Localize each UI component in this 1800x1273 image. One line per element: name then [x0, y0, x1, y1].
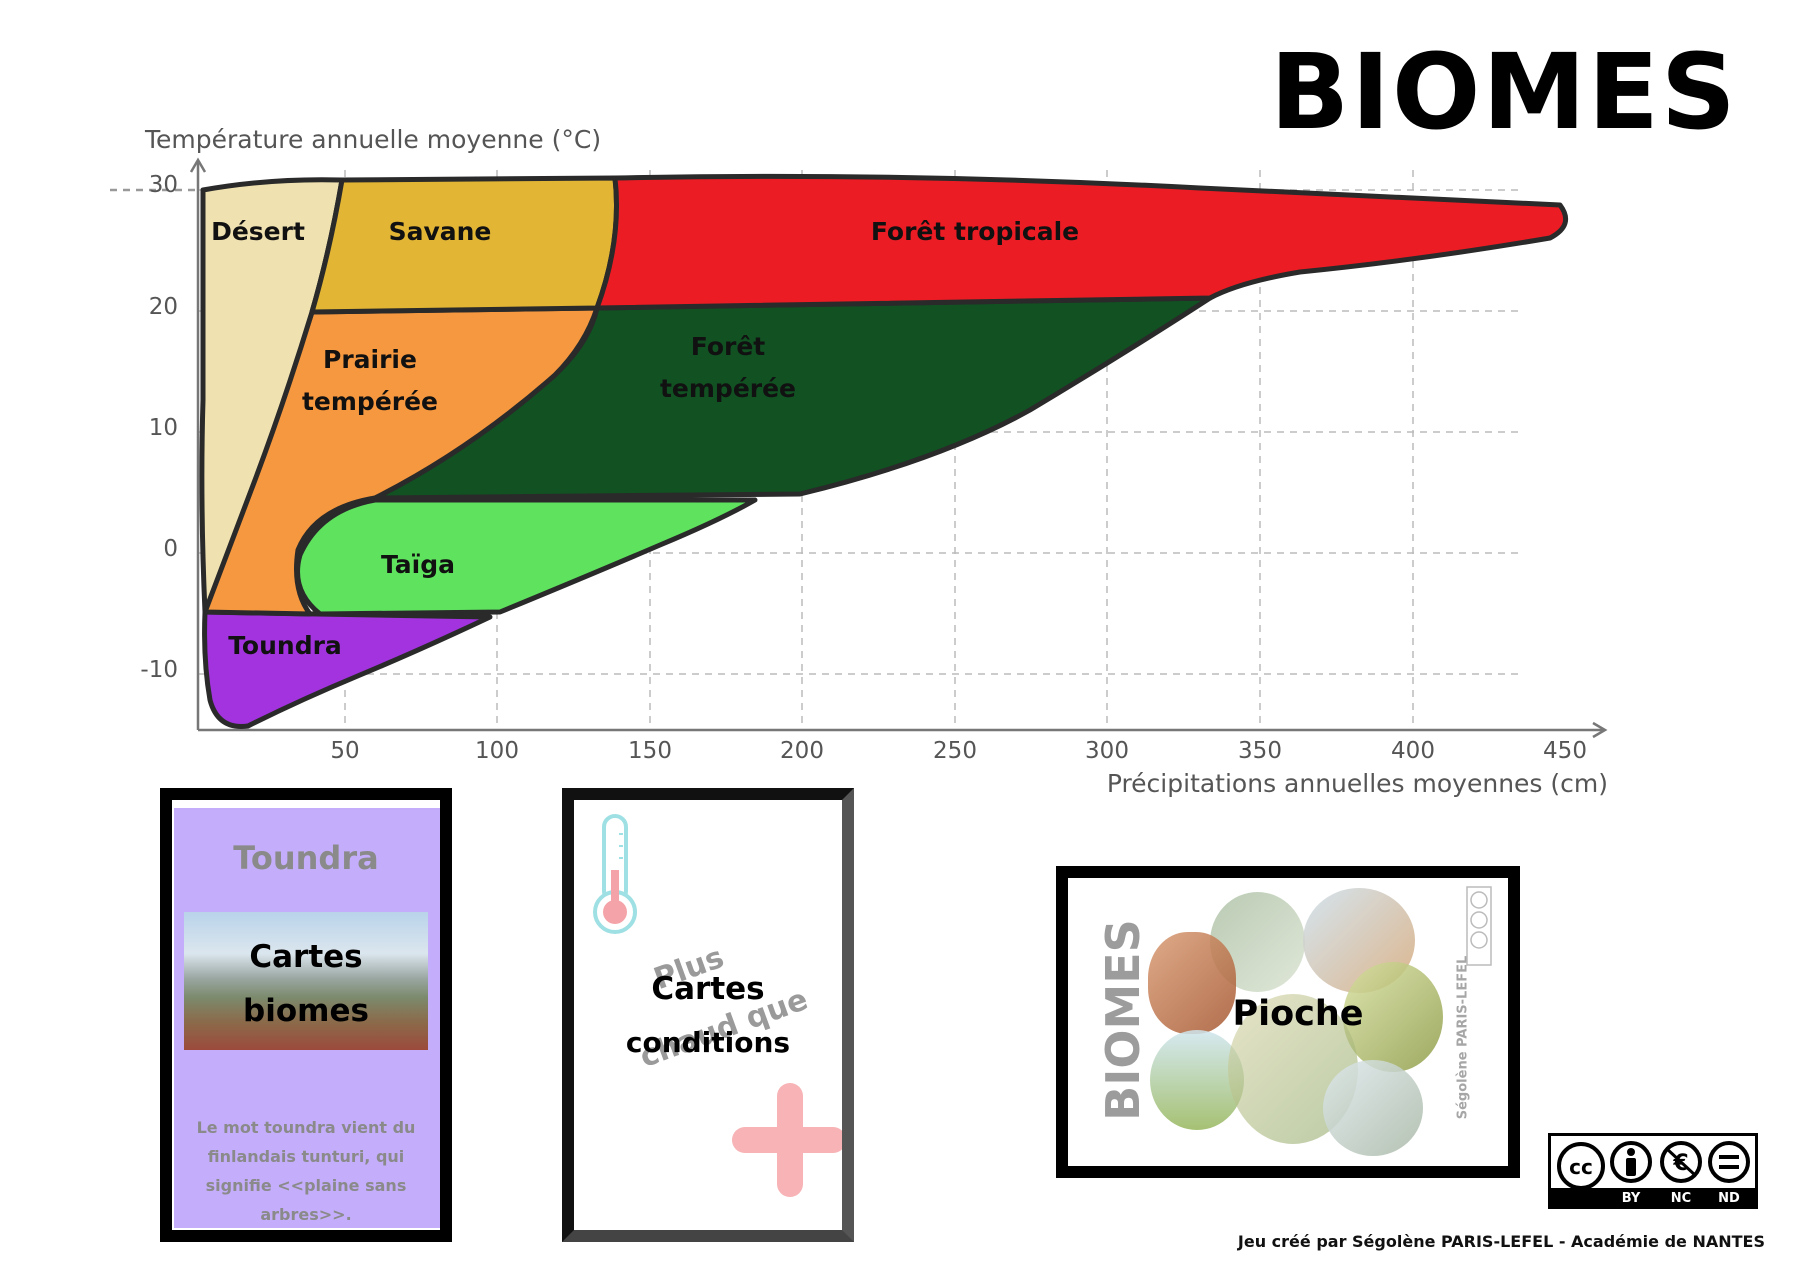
y-tick-label: -10 — [140, 657, 178, 683]
license-badge[interactable]: cc € BY NC ND — [1548, 1133, 1758, 1209]
cc-small-icon — [1466, 886, 1492, 966]
condition-card-title-line1: Cartes — [651, 971, 765, 1007]
by-icon — [1610, 1141, 1652, 1183]
condition-card[interactable]: Plus chaud que Cartes conditions — [562, 788, 854, 1242]
license-badge-graphic: cc € BY NC ND — [1551, 1136, 1755, 1206]
y-tick-label: 10 — [149, 415, 178, 441]
draw-pile-photo-collage — [1148, 888, 1448, 1156]
condition-card-title-line2: conditions — [625, 1026, 791, 1059]
biome-card-description-line: Le mot toundra vient du — [196, 1118, 416, 1137]
x-tick-label: 350 — [1238, 738, 1282, 764]
y-tick-label: 0 — [163, 536, 178, 562]
footer-credit: Jeu créé par Ségolène PARIS-LEFEL - Acad… — [1237, 1232, 1765, 1251]
chart-axes — [110, 157, 1608, 739]
biome-card-photo — [184, 912, 428, 1050]
biome-card-title-line2: biomes — [243, 993, 369, 1029]
biome-region-toundra — [202, 609, 493, 729]
y-tick-label: 30 — [149, 172, 178, 198]
license-label-nc: NC — [1671, 1191, 1691, 1206]
plus-icon — [732, 1083, 842, 1197]
biome-card-description-line: signifie <<plaine sans — [205, 1176, 407, 1195]
biome-card-title-line1: Cartes — [249, 939, 363, 975]
x-axis-arrow — [1592, 721, 1608, 739]
page-title: BIOMES — [1270, 31, 1738, 153]
x-tick-label: 50 — [330, 738, 359, 764]
draw-pile-side-text: BIOMES — [1096, 919, 1150, 1121]
biome-card-description-line: arbres>>. — [260, 1205, 352, 1224]
biome-label-foret-temperee-line1: Forêt — [691, 332, 766, 361]
x-tick-label: 450 — [1543, 738, 1587, 764]
y-axis-arrow — [189, 157, 207, 173]
biome-label-savane: Savane — [389, 217, 492, 246]
biome-label-toundra: Toundra — [228, 631, 342, 660]
draw-pile-card[interactable]: BIOMES Pioche Ségolène PARIS-LEFEL — [1056, 866, 1520, 1178]
x-axis-title: Précipitations annuelles moyennes (cm) — [1107, 769, 1608, 798]
x-tick-label: 300 — [1085, 738, 1129, 764]
thermometer-icon — [593, 814, 637, 934]
biome-label-foret-tropicale: Forêt tropicale — [871, 217, 1079, 246]
biome-card[interactable]: Toundra Cartes biomes Le mot toundra vie… — [160, 788, 452, 1242]
x-tick-label: 400 — [1391, 738, 1435, 764]
biome-label-prairie-line2: tempérée — [302, 387, 438, 416]
nd-icon — [1708, 1141, 1750, 1183]
y-axis-title: Température annuelle moyenne (°C) — [144, 125, 601, 154]
x-tick-label: 250 — [933, 738, 977, 764]
biome-card-description-line: finlandais tunturi, qui — [207, 1147, 405, 1166]
biome-label-taiga: Taïga — [381, 550, 455, 579]
x-tick-label: 150 — [628, 738, 672, 764]
biome-card-header: Toundra — [233, 839, 379, 877]
biome-region-foret-tropicale — [594, 173, 1569, 311]
x-tick-label: 200 — [780, 738, 824, 764]
biome-region-taiga — [295, 497, 758, 617]
y-tick-label: 20 — [149, 294, 178, 320]
nc-icon: € — [1660, 1141, 1702, 1183]
x-tick-label: 100 — [475, 738, 519, 764]
svg-text:cc: cc — [1569, 1155, 1593, 1179]
draw-pile-title: Pioche — [1232, 994, 1364, 1034]
license-label-nd: ND — [1718, 1191, 1740, 1206]
license-label-by: BY — [1622, 1191, 1641, 1206]
biome-label-desert: Désert — [211, 217, 305, 246]
biome-label-foret-temperee-line2: tempérée — [660, 374, 796, 403]
biome-label-prairie-line1: Prairie — [323, 345, 417, 374]
cc-icon: cc — [1557, 1142, 1605, 1190]
